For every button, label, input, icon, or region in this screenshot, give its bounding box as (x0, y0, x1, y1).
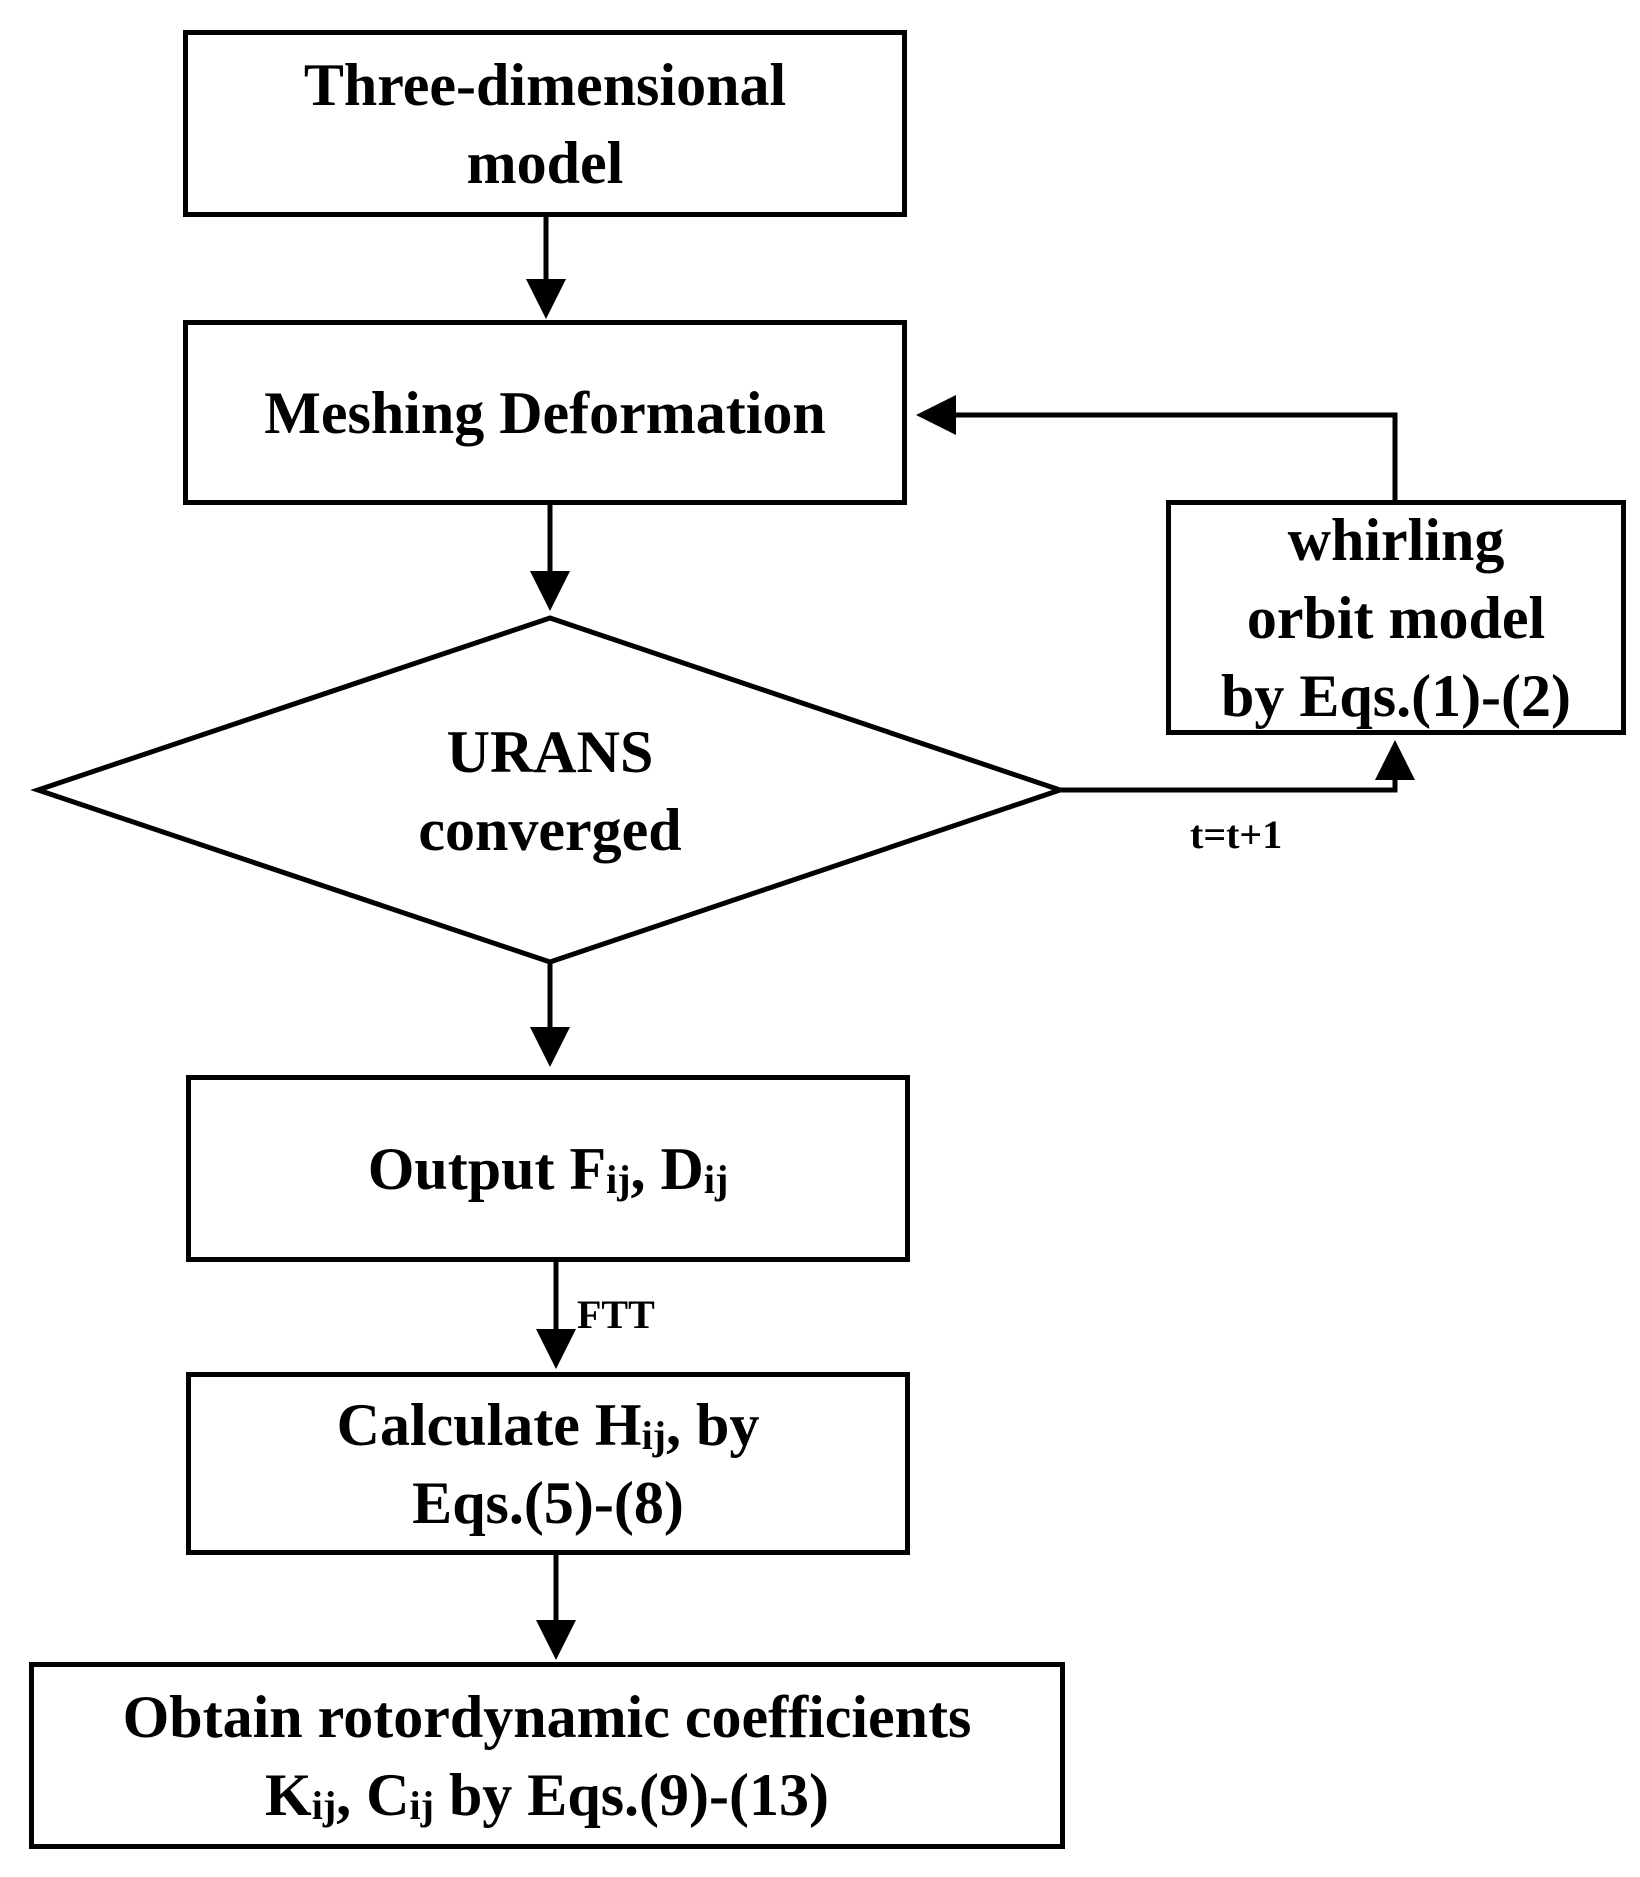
calculate-line2: Eqs.(5)-(8) (412, 1469, 684, 1536)
urans-line2: converged (418, 797, 682, 863)
ftt-label: FTT (577, 1292, 655, 1337)
output-sep: , (630, 1135, 661, 1202)
obtain-sep: , (336, 1761, 367, 1828)
calculate-h-sub: ij (641, 1412, 666, 1458)
three-dimensional-model-line1: Three-dimensional (303, 51, 787, 118)
urans-converged-label: URANS converged (300, 713, 800, 869)
arrow-whirling-to-meshing (916, 395, 1398, 500)
output-box: Output Fij, Dij (186, 1075, 910, 1262)
meshing-deformation-box: Meshing Deformation (183, 320, 907, 505)
whirling-line2: orbit model (1246, 584, 1546, 651)
obtain-c-sub: ij (409, 1782, 434, 1828)
arrow-urans-to-whirling (1060, 740, 1415, 793)
output-f-sub: ij (606, 1156, 631, 1202)
obtain-k: K (265, 1761, 312, 1828)
calculate-box: Calculate Hij, by Eqs.(5)-(8) (186, 1372, 910, 1555)
meshing-deformation-label: Meshing Deformation (264, 379, 826, 446)
calculate-h: H (594, 1391, 642, 1458)
output-d: D (660, 1135, 704, 1202)
whirling-orbit-model-box: whirling orbit model by Eqs.(1)-(2) (1166, 500, 1626, 735)
obtain-line2: Kij, Cij by Eqs.(9)-(13) (265, 1756, 829, 1834)
loop-label: t=t+1 (1190, 812, 1283, 857)
calculate-prefix: Calculate (336, 1391, 595, 1458)
obtain-k-sub: ij (311, 1782, 337, 1828)
obtain-coefficients-box: Obtain rotordynamic coefficients Kij, Ci… (29, 1662, 1065, 1849)
calculate-line1: Calculate Hij, by (337, 1386, 760, 1464)
urans-line1: URANS (446, 719, 654, 785)
whirling-line1: whirling (1287, 506, 1505, 573)
obtain-line1: Obtain rotordynamic coefficients (122, 1683, 972, 1750)
obtain-suffix: by Eqs.(9)-(13) (433, 1761, 829, 1828)
calculate-suffix: , by (666, 1391, 760, 1458)
output-label: Output Fij, Dij (368, 1130, 729, 1208)
whirling-line3: by Eqs.(1)-(2) (1220, 662, 1571, 729)
three-dimensional-model-line2: model (466, 129, 624, 196)
obtain-c: C (366, 1761, 410, 1828)
output-d-sub: ij (703, 1156, 729, 1202)
output-f: F (569, 1135, 607, 1202)
three-dimensional-model-box: Three-dimensional model (183, 30, 907, 217)
output-prefix: Output (367, 1135, 570, 1202)
